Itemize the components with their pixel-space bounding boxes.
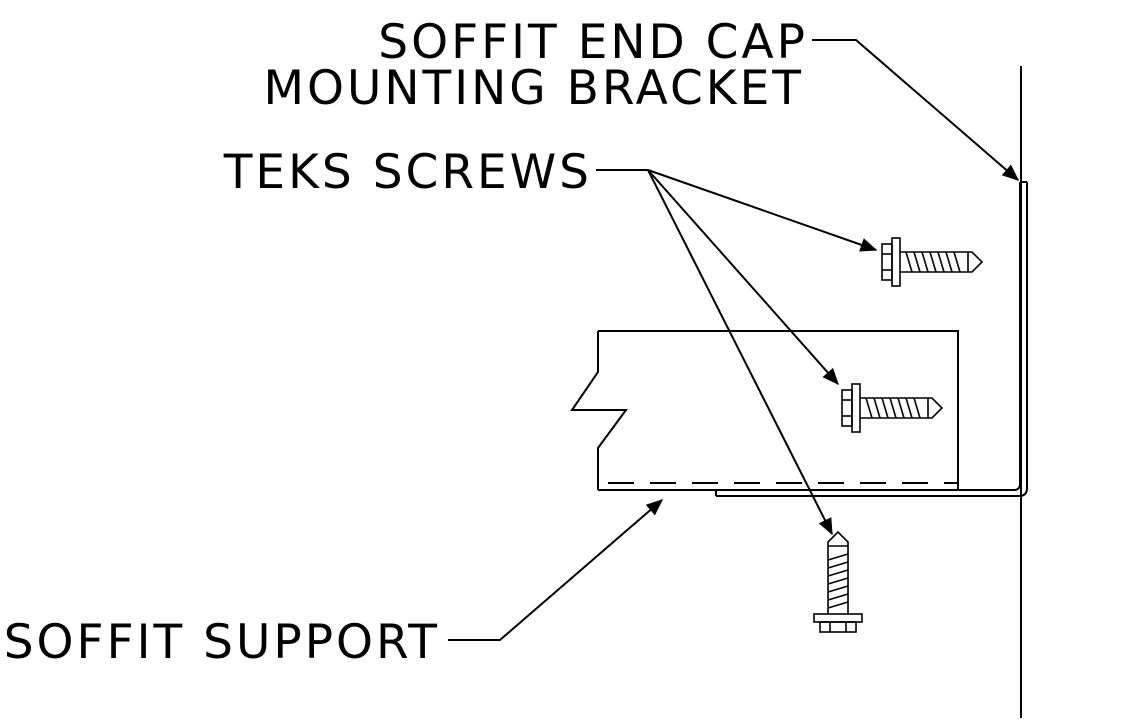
teks-screw-middle: [841, 383, 943, 433]
mounting-bracket-inner: [716, 182, 1021, 491]
teks-screws-leader-lower: [647, 169, 833, 536]
teks-screw-lower: [813, 531, 863, 633]
teks-screws-leader-middle: [647, 169, 839, 386]
teks-screws-label: TEKS SCREWS: [223, 145, 592, 200]
teks-screws-leader-upper: [647, 169, 878, 252]
soffit-support-leader: [448, 499, 664, 641]
end-cap-label-line1: SOFFIT END CAP: [378, 15, 808, 70]
mounting-bracket: [716, 182, 1028, 497]
soffit-support-label: SOFFIT SUPPORT: [4, 615, 440, 670]
end-cap-label-line2: MOUNTING BRACKET: [263, 61, 804, 116]
teks-screw-upper: [881, 237, 983, 287]
soffit-support: [570, 330, 959, 491]
end-cap-leader: [812, 39, 1020, 181]
